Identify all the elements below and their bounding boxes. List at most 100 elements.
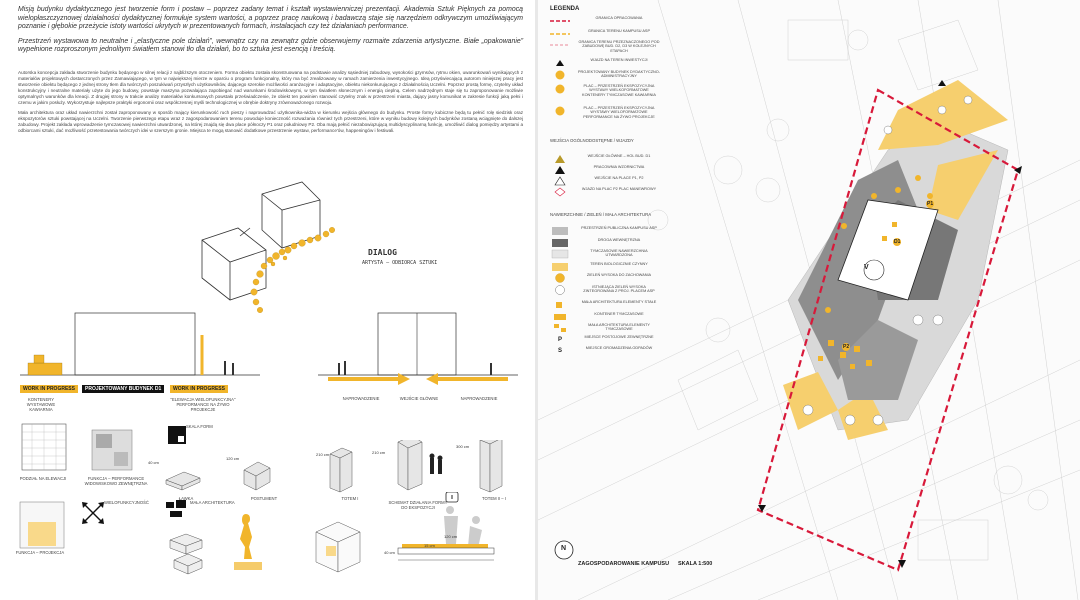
legend-surface-tree: ZIELEŃ WYSOKA DO ZACHOWANIA — [550, 273, 658, 283]
multifunction-label: WIELOFUNKCYJNOŚĆ — [104, 500, 149, 505]
legend-swatch — [552, 263, 568, 271]
legend-swatch — [551, 249, 569, 259]
legend-surface-existing-tree: ISTNIEJĄCA ZIELEŃ WYSOKA ZINTEGROWANA Z … — [550, 285, 658, 295]
function-performance-label: FUNKCJA – PERFORMANCE WIDOWISKOWO ZEWNĘT… — [84, 476, 148, 486]
totem2-label: TOTEM II – I — [482, 496, 506, 501]
legend-label: MIEJSCE POSTOJOWE ZEWNĘTRZNE — [584, 335, 654, 339]
dim-15: 15 cm — [424, 543, 435, 548]
legend-label: WEJŚCIE NA PLACE P1, P2 — [594, 176, 644, 180]
legend-label: KONTENER TYMCZASOWE — [594, 312, 644, 316]
exposition-scheme-drawing — [397, 492, 495, 561]
intro-text: Misją budynku dydaktycznego jest tworzen… — [18, 6, 523, 61]
function-projection-drawing — [19, 501, 65, 549]
dim-300: 300 cm — [456, 444, 470, 449]
legend-label: ZIELEŃ WYSOKA DO ZACHOWANIA — [586, 273, 652, 277]
legend-surface-container: KONTENER TYMCZASOWE — [550, 312, 658, 322]
legend-label: GRANICA TERENU KAMPUSU ASP — [588, 29, 650, 33]
legend-entrance-vehicle: WJAZD NA PLAC P2 PLAC MANEWROWY — [550, 187, 658, 197]
main-entrance-label: WEJŚCIE GŁÓWNE — [399, 396, 439, 401]
multifunction-icon — [82, 502, 104, 524]
dim-210a: 210 cm — [316, 452, 330, 457]
legend-label: PRACOWNIA WZORNICTWA — [593, 165, 645, 169]
approach-label-left: NAPROWADZENIE — [342, 396, 380, 401]
legend-label: PRZESTRZEŃ PUBLICZNA KAMPUSU ASP — [581, 226, 657, 230]
legend-item-entry: WJAZD NA TEREN INWESTYCJI — [550, 58, 658, 68]
function-performance-drawing — [91, 429, 133, 471]
legend-swatch — [550, 20, 570, 22]
legend-item-future-boundary: GRANICA TERENU PRZEZNACZONEGO POD ZABUDO… — [550, 40, 659, 53]
work-in-progress-tag-1: WORK IN PROGRESS — [20, 385, 78, 393]
cubes-drawing — [169, 533, 203, 575]
approach-label-right: NAPROWADZENIE — [460, 396, 498, 401]
legend-item-boundary: GRANICA OPRACOWANIA — [550, 16, 658, 26]
forms-row — [165, 440, 503, 493]
map-footer-scale: SKALA 1:500 — [678, 561, 713, 567]
legend-swatch — [550, 33, 570, 35]
legend-label: MAŁA ARCHITEKTURA ELEMENTY STAŁE — [581, 300, 657, 304]
intro-paragraph-2: Przestrzeń wystawowa to neutralne i „ela… — [18, 37, 523, 54]
projected-building-tag: PROJEKTOWANY BUDYNEK D1 — [82, 385, 165, 393]
legend-swatch — [554, 324, 566, 332]
legend-entrance-main: WEJŚCIE GŁÓWNE – HOL BUD. D1 — [550, 154, 658, 164]
legend-entrance-plazas: WEJŚCIE NA PLACE P1, P2 — [550, 176, 658, 186]
legend-item-building: PROJEKTOWANY BUDYNEK DYDAKTYCZNO-ADMINIS… — [550, 70, 660, 80]
dim-40: 40 cm — [148, 460, 159, 465]
sculpture-drawing — [234, 514, 262, 570]
postument-label: POSTUMENT — [250, 496, 278, 501]
legend-label: GRANICA OPRACOWANIA — [595, 16, 643, 20]
legend-label: WEJŚCIE GŁÓWNE – HOL BUD. D1 — [587, 154, 651, 158]
dialog-title: DIALOG — [368, 248, 397, 257]
map-p1-label: P1 — [926, 200, 935, 208]
legend-swatch — [552, 227, 568, 235]
dim-210b: 210 cm — [372, 450, 386, 455]
legend-item-plaza-p1: PLAC – PRZESTRZEŃ EKSPOZYCYJNA WYSTAWY W… — [550, 84, 658, 97]
elevation-diagram — [20, 312, 260, 376]
legend-label: ISTNIEJĄCA ZIELEŃ WYSOKA ZINTEGROWANA Z … — [583, 285, 655, 294]
legend-swatch — [552, 239, 568, 247]
scale-forms-icon — [168, 426, 186, 444]
elevation-label: "ELEWACJA WIELOFUNKCYJNA" PERFORMANCE NA… — [170, 397, 236, 412]
legend-surface-road: DROGA WEWNĘTRZNA — [550, 238, 658, 248]
legend-label: PLAC – PRZESTRZEŃ EKSPOZYCYJNA WYSTAWY W… — [582, 84, 656, 97]
body-text: Autorska koncepcja zakłada stworzenie bu… — [18, 70, 523, 139]
triangle-icon — [555, 166, 565, 174]
panel-divider — [535, 0, 538, 600]
map-d1-label: D1 — [893, 238, 902, 246]
legend-item-plaza-p2: PLAC – PRZESTRZEŃ EKSPOZYCYJNA WYSTAWY W… — [550, 106, 658, 119]
triangle-outline-icon — [554, 176, 566, 186]
right-panel: V D1 P1 P2 N ZAGOSPODAROWANIE KAMPUSU SK… — [538, 0, 1080, 600]
tree-outline-icon — [555, 285, 565, 295]
approach-diagram — [318, 312, 518, 385]
work-in-progress-tag-2: WORK IN PROGRESS — [170, 385, 228, 393]
dim-120: 120 cm — [226, 456, 240, 461]
legend-swatch — [554, 314, 566, 320]
body-paragraph-1: Autorska koncepcja zakłada stworzenie bu… — [18, 70, 523, 105]
triangle-icon — [555, 155, 565, 163]
building-v-label: V — [864, 264, 869, 271]
facade-pattern-drawing — [21, 423, 67, 471]
lawka-label: ŁAWKA — [178, 496, 194, 501]
p2-marker-icon — [555, 106, 565, 116]
legend-item-campus: GRANICA TERENU KAMPUSU ASP — [550, 29, 658, 39]
legend-swatch — [550, 44, 570, 46]
map-footer-title: ZAGOSPODAROWANIE KAMPUSU — [578, 561, 670, 567]
legend-surface-bio: TEREN BIOLOGICZNIE CZYNNY — [550, 262, 658, 272]
legend-swatch — [556, 302, 562, 308]
legend-label: WJAZD NA PLAC P2 PLAC MANEWROWY — [581, 187, 657, 191]
scale-forms-label: SKALA FORM — [186, 424, 213, 429]
intro-paragraph-1: Misją budynku dydaktycznego jest tworzen… — [18, 6, 523, 31]
legend-surface-temp: TYMCZASOWE NAWIERZCHNIA UTWARDZONA — [550, 249, 658, 259]
tree-icon — [555, 273, 565, 283]
dialog-subtitle: ARTYSTA – ODBIORCA SZTUKI — [362, 260, 438, 266]
legend-label: PROJEKTOWANY BUDYNEK DYDAKTYCZNO-ADMINIS… — [578, 70, 660, 79]
legend-surface-public: PRZESTRZEŃ PUBLICZNA KAMPUSU ASP — [550, 226, 658, 236]
facade-pattern-label: PODZIAŁ NA ELEWACJI — [19, 476, 67, 481]
legend-surface-temp-arch: MAŁA ARCHITEKTURA ELEMENTY TYMCZASOWE — [550, 323, 658, 333]
body-paragraph-2: Mała architektura oraz układ nawierzchni… — [18, 110, 523, 134]
function-projection-label: FUNKCJA – PROJEKCJA — [15, 550, 65, 555]
site-map — [538, 0, 1080, 600]
small-architecture-icon — [166, 500, 186, 517]
p1-marker-icon — [555, 84, 565, 94]
arrow-icon — [556, 60, 564, 66]
dim-120b: 120 cm — [444, 534, 458, 539]
